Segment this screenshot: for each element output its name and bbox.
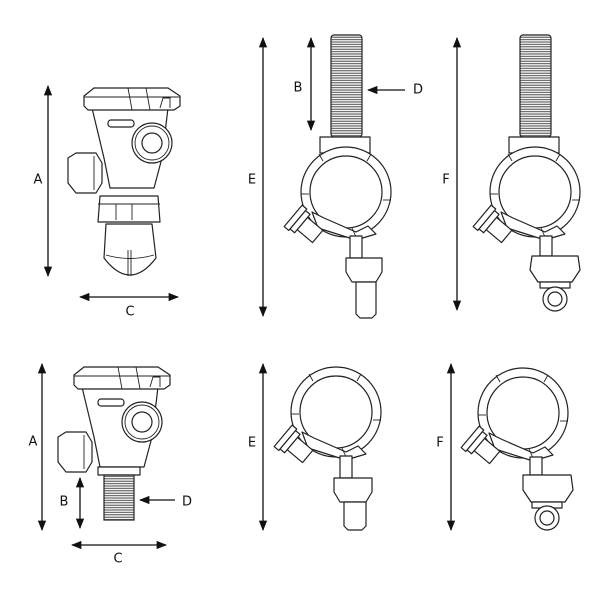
- label-e: E: [248, 173, 256, 188]
- label-b: B: [294, 81, 303, 96]
- label-a-bottom: A: [29, 435, 38, 450]
- transmitter-top-left: [67, 87, 181, 276]
- label-b-bottom: B: [60, 495, 69, 510]
- label-d-bottom: D: [182, 495, 192, 510]
- transmitter-bottom-left: [57, 366, 171, 521]
- sensor-threaded-eye: [472, 34, 581, 312]
- sensor-eye: [460, 367, 574, 531]
- label-e-bottom: E: [248, 436, 256, 451]
- label-a: A: [34, 173, 43, 188]
- label-f-bottom: F: [436, 436, 443, 451]
- sensor-nozzle: [273, 366, 382, 531]
- label-c: C: [125, 305, 134, 320]
- label-d: D: [413, 83, 423, 98]
- label-c-bottom: C: [113, 552, 122, 567]
- label-f: F: [442, 173, 449, 188]
- sensor-threaded-nozzle: [283, 34, 392, 319]
